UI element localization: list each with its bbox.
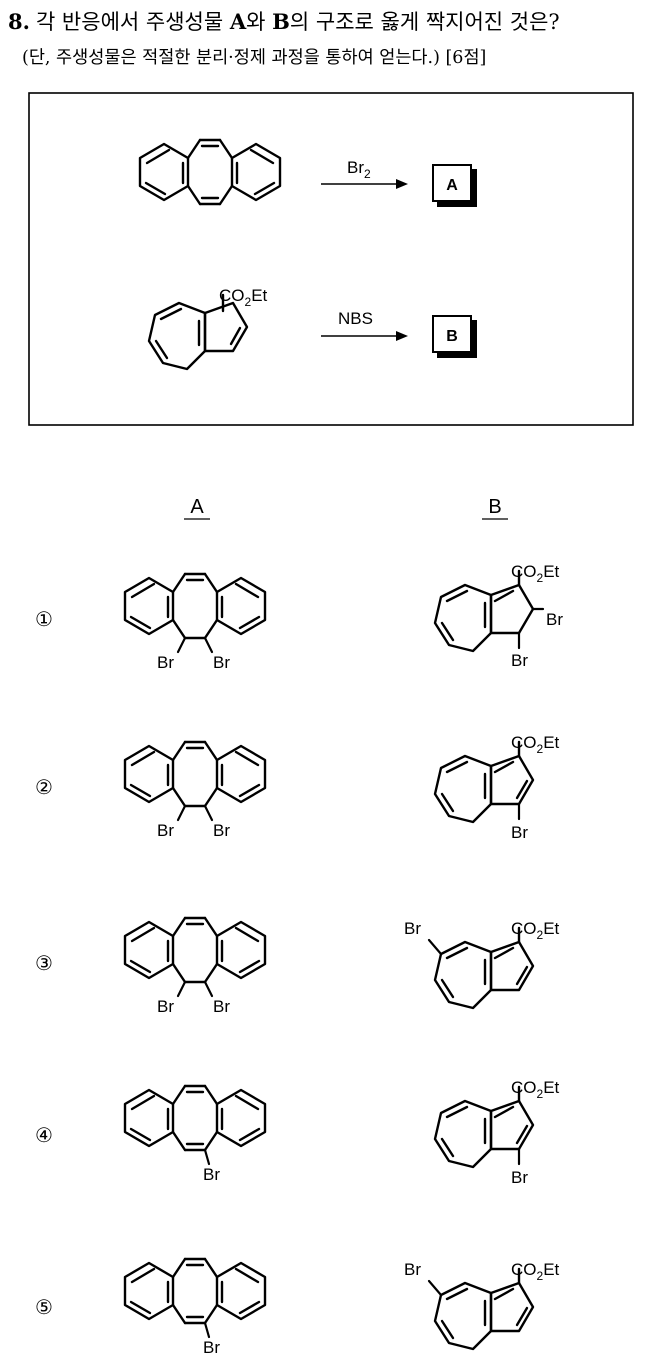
- product-b-ref: B: [272, 9, 290, 34]
- option-1-a-br-left: Br: [157, 653, 174, 672]
- reagent-br2: Br2: [347, 158, 371, 181]
- option-1-number[interactable]: ①: [35, 609, 53, 631]
- option-2-structure-b: [433, 740, 535, 824]
- product-b-box: B: [432, 315, 477, 358]
- option-5-structure-b: [427, 1267, 535, 1351]
- reactant-azulene-ester: [147, 293, 249, 371]
- svg-text:B: B: [446, 328, 458, 345]
- option-2-number[interactable]: ②: [35, 777, 53, 799]
- substituent-co2et: CO2Et: [219, 286, 268, 309]
- option-3-structure-a: [123, 916, 267, 998]
- arrow-head-icon: [396, 331, 408, 341]
- option-3-structure-b: [427, 926, 535, 1010]
- option-4-b-co2et: CO2Et: [511, 1078, 560, 1101]
- option-1-structure-a: [123, 572, 267, 654]
- question-text-3: 의 구조로 옳게 짝지어진 것은?: [289, 10, 560, 34]
- reagent-nbs: NBS: [338, 309, 373, 328]
- reaction-box: [28, 92, 634, 426]
- question-stem: 8.각 반응에서 주생성물 A와 B의 구조로 옳게 짝지어진 것은?: [8, 6, 560, 36]
- option-1-a-br-right: Br: [213, 653, 230, 672]
- option-2-a-br-left: Br: [157, 821, 174, 840]
- option-2-structure-a: [123, 740, 267, 822]
- question-text-1: 각 반응에서 주생성물: [35, 10, 230, 34]
- option-4-a-br: Br: [203, 1165, 220, 1184]
- option-5-a-br: Br: [203, 1338, 220, 1357]
- option-5-structure-a: [123, 1257, 267, 1339]
- option-1-b-br-bottom: Br: [511, 651, 528, 670]
- option-2-b-br: Br: [511, 823, 528, 842]
- product-a-ref: A: [229, 9, 247, 34]
- svg-text:A: A: [446, 177, 458, 194]
- option-2-b-co2et: CO2Et: [511, 733, 560, 756]
- option-5-b-br: Br: [404, 1260, 421, 1279]
- option-4-structure-a: [123, 1084, 267, 1166]
- question-number: 8.: [8, 9, 30, 34]
- option-3-number[interactable]: ③: [35, 953, 53, 975]
- option-4-b-br: Br: [511, 1168, 528, 1187]
- option-3-a-br-right: Br: [213, 997, 230, 1016]
- option-5-b-co2et: CO2Et: [511, 1260, 560, 1283]
- option-1-b-br-ring: Br: [546, 610, 563, 629]
- option-4-number[interactable]: ④: [35, 1125, 53, 1147]
- option-1-structure-b: [433, 569, 545, 653]
- reactant-dibenzocyclooctatetraene: [138, 138, 282, 206]
- option-3-b-br: Br: [404, 919, 421, 938]
- option-3-b-co2et: CO2Et: [511, 919, 560, 942]
- option-1-b-co2et: CO2Et: [511, 562, 560, 585]
- question-condition: (단, 주생성물은 적절한 분리·정제 과정을 통하여 얻는다.) [6점]: [22, 48, 487, 68]
- option-4-structure-b: [433, 1085, 535, 1169]
- question-text-2: 와: [246, 10, 273, 34]
- column-b-header: B: [488, 496, 501, 518]
- product-a-box: A: [432, 164, 477, 207]
- option-2-a-br-right: Br: [213, 821, 230, 840]
- column-a-header: A: [190, 496, 204, 518]
- option-5-number[interactable]: ⑤: [35, 1297, 53, 1319]
- option-3-a-br-left: Br: [157, 997, 174, 1016]
- arrow-head-icon: [396, 179, 408, 189]
